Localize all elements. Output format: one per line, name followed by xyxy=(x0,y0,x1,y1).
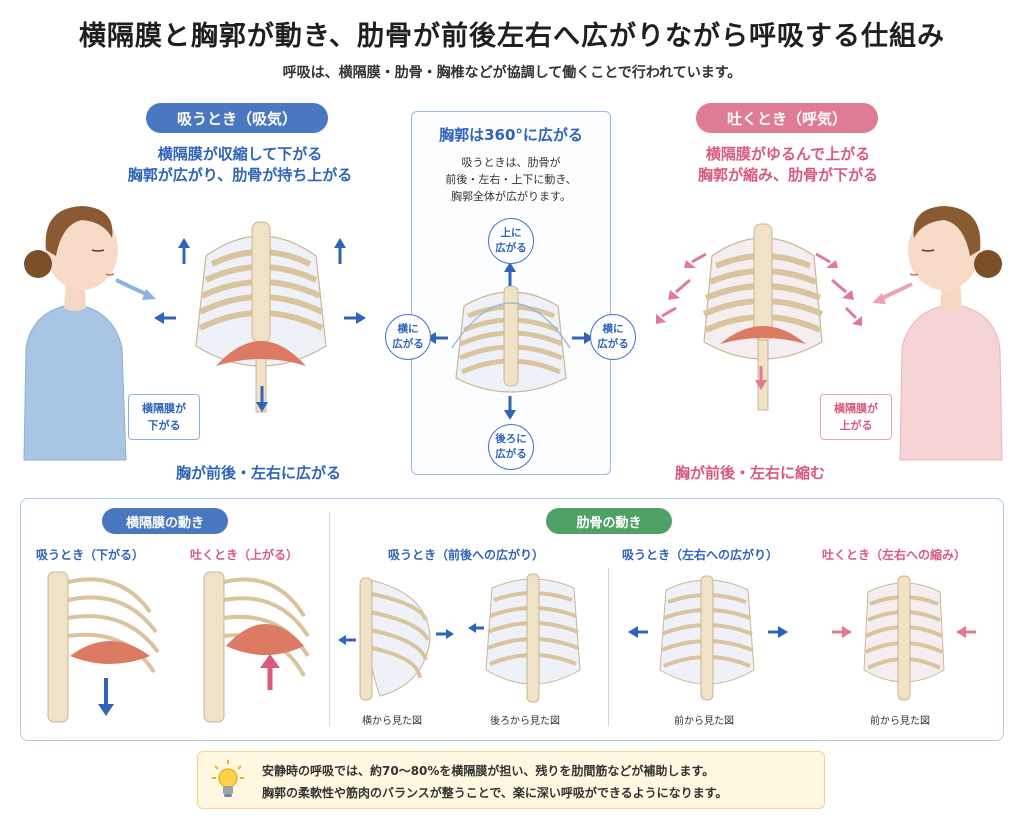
center-direction-arrows xyxy=(426,262,594,420)
exhale-tag-line-2: 上がる xyxy=(839,419,873,432)
inhale-tag-line-1: 横隔膜が xyxy=(142,402,186,415)
ribs-back-view-illustration xyxy=(468,573,581,703)
tip-box: 安静時の呼吸では、約70〜80%を横隔膜が担い、残りを肋間筋などが補助します。 … xyxy=(197,751,825,809)
diaphragm-inhale-label: 吸うとき（下がる） xyxy=(36,548,145,562)
ribcage-exhale-illustration xyxy=(702,223,824,411)
ribs-side-view-illustration xyxy=(338,577,454,701)
ribcage-360-description: 吸うときは、肋骨が 前後・左右・上下に動き、 胸郭全体が広がります。 xyxy=(412,154,610,205)
inhale-badge: 吸うとき（吸気） xyxy=(146,103,328,133)
inhale-line-2: 胸郭が広がり、肋骨が持ち上がる xyxy=(127,166,353,184)
exhale-caption: 胸が前後・左右に縮む xyxy=(675,464,826,482)
bubble-back: 後ろに 広がる xyxy=(488,424,534,470)
bottom-divider-1 xyxy=(329,512,330,726)
bubble-back-line-2: 広がる xyxy=(495,448,527,460)
exhale-air-arrow xyxy=(872,282,913,304)
lightbulb-icon xyxy=(212,760,244,797)
exhale-line-2: 胸郭が縮み、肋骨が下がる xyxy=(697,166,878,184)
bubble-up-line-1: 上に xyxy=(500,227,522,239)
rib-movement-badge: 肋骨の動き xyxy=(546,508,672,534)
center-desc-line-3: 胸郭全体が広がります。 xyxy=(451,190,571,203)
ribs-front-exhale-illustration xyxy=(863,575,945,701)
bubble-up-line-2: 広がる xyxy=(495,242,527,254)
ribs-front-exhale-arrows xyxy=(832,626,976,638)
ribs-exhale-leftright-label: 吐くとき（左右への縮み） xyxy=(822,548,967,562)
view-label-front-1: 前から見た図 xyxy=(674,716,734,727)
woman-inhaling-illustration xyxy=(23,206,127,461)
ribcage-inhale-illustration xyxy=(195,221,327,413)
exhale-tag-line-1: 横隔膜が xyxy=(834,402,878,415)
page-title: 横隔膜と胸郭が動き、肋骨が前後左右へ広がりながら呼吸する仕組み xyxy=(78,21,946,52)
ribs-inhale-leftright-label: 吸うとき（左右への広がり） xyxy=(622,548,779,562)
bubble-right-line-1: 横に xyxy=(602,323,624,335)
inhale-heading: 横隔膜が収縮して下がる 胸郭が広がり、肋骨が持ち上がる xyxy=(100,144,380,186)
inhale-diaphragm-tag: 横隔膜が 下がる xyxy=(128,394,200,440)
woman-exhaling-illustration xyxy=(899,206,1003,461)
exhale-line-1: 横隔膜がゆるんで上がる xyxy=(705,145,871,163)
bubble-right-line-2: 広がる xyxy=(597,338,629,350)
bubble-left: 横に 広がる xyxy=(385,314,431,360)
ribs-front-inhale-arrows xyxy=(628,626,788,638)
exhale-diaphragm-tag: 横隔膜が 上がる xyxy=(820,394,892,440)
view-label-front-2: 前から見た図 xyxy=(870,716,930,727)
inhale-tag-line-2: 下がる xyxy=(147,419,181,432)
bubble-left-line-1: 横に xyxy=(397,323,419,335)
view-label-back: 後ろから見た図 xyxy=(490,716,560,727)
center-desc-line-2: 前後・左右・上下に動き、 xyxy=(445,173,577,186)
view-label-side: 横から見た図 xyxy=(362,716,422,727)
ribs-front-inhale-illustration xyxy=(659,575,755,701)
inhale-air-arrow xyxy=(115,278,156,300)
exhale-heading: 横隔膜がゆるんで上がる 胸郭が縮み、肋骨が下がる xyxy=(648,144,928,186)
ribcage-360-illustration xyxy=(451,285,571,393)
bubble-right: 横に 広がる xyxy=(590,314,636,360)
diaphragm-movement-badge: 横隔膜の動き xyxy=(102,508,228,534)
page-subtitle: 呼吸は、横隔膜・肋骨・胸椎などが協調して働くことで行われています。 xyxy=(282,65,742,81)
diaphragm-exhale-side-illustration xyxy=(203,571,310,723)
bubble-left-line-2: 広がる xyxy=(392,338,424,350)
diaphragm-inhale-side-illustration xyxy=(47,571,160,723)
tip-line-2: 胸郭の柔軟性や筋肉のバランスが整うことで、楽に深い呼吸ができるようになります。 xyxy=(262,786,728,800)
center-desc-line-1: 吸うときは、肋骨が xyxy=(461,156,561,169)
bubble-up: 上に 広がる xyxy=(488,218,534,264)
ribs-inhale-frontback-label: 吸うとき（前後への広がり） xyxy=(388,548,545,562)
exhale-badge: 吐くとき（呼気） xyxy=(696,103,878,133)
bubble-back-line-1: 後ろに xyxy=(495,433,527,445)
ribcage-360-title: 胸郭は360°に広がる xyxy=(439,126,583,144)
tip-line-1: 安静時の呼吸では、約70〜80%を横隔膜が担い、残りを肋間筋などが補助します。 xyxy=(262,764,715,778)
exhale-direction-arrows xyxy=(656,252,862,390)
bottom-divider-2 xyxy=(608,568,609,726)
diaphragm-exhale-label: 吐くとき（上がる） xyxy=(190,548,299,562)
inhale-line-1: 横隔膜が収縮して下がる xyxy=(157,145,323,163)
inhale-caption: 胸が前後・左右に広がる xyxy=(176,464,342,482)
inhale-direction-arrows xyxy=(154,238,366,412)
